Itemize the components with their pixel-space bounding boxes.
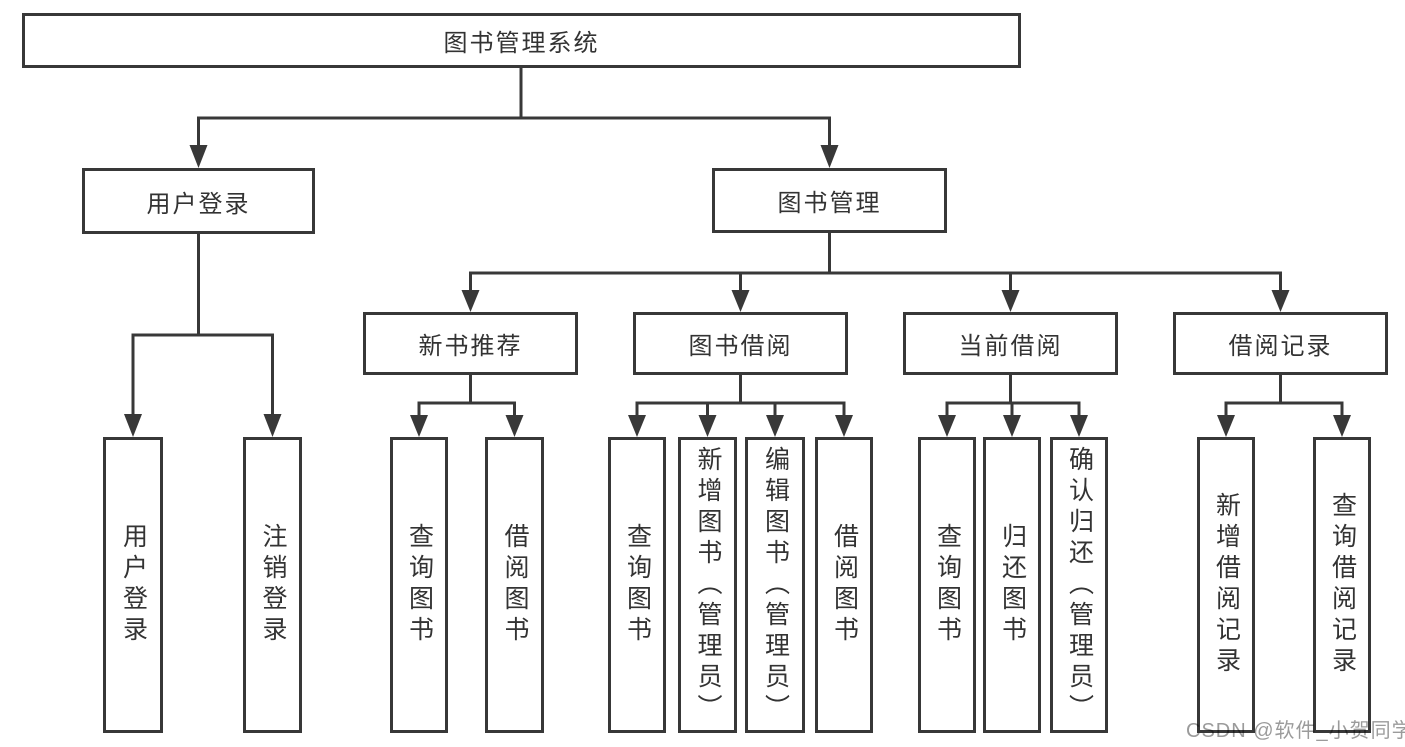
node-user-login-group: 用户登录 (82, 168, 315, 234)
leaf-add-borrow-record: 新增借阅记录 (1197, 437, 1255, 733)
leaf-logout: 注销登录 (243, 437, 302, 733)
connector-book-borrow-leaves (628, 375, 853, 437)
connector-borrow-records-leaves (1217, 375, 1351, 437)
node-current-borrow: 当前借阅 (903, 312, 1118, 375)
leaf-label: 注销登录 (259, 523, 287, 647)
leaf-confirm-return-admin: 确认归还（管理员） (1050, 437, 1108, 733)
leaf-query-books: 查询图书 (918, 437, 976, 733)
connector-root-to-level2 (189, 68, 839, 168)
leaf-label: 借阅图书 (830, 523, 859, 647)
node-book-management: 图书管理 (712, 168, 947, 233)
connector-new-book-recommend-leaves (410, 375, 524, 437)
connector-book-management-branch (461, 233, 1290, 312)
leaf-query-borrow-record: 查询借阅记录 (1313, 437, 1371, 733)
leaf-add-books-admin: 新增图书（管理员） (678, 437, 737, 733)
leaf-label: 借阅图书 (501, 523, 529, 647)
leaf-edit-books-admin: 编辑图书（管理员） (745, 437, 805, 733)
leaf-label: 归还图书 (998, 523, 1027, 647)
leaf-query-books: 查询图书 (608, 437, 666, 733)
leaf-label: 用户登录 (119, 523, 148, 647)
leaf-label: 编辑图书（管理员） (761, 445, 790, 725)
leaf-borrow-books: 借阅图书 (815, 437, 873, 733)
node-book-borrow: 图书借阅 (633, 312, 848, 375)
connector-current-borrow-leaves (938, 375, 1088, 437)
node-new-book-recommend: 新书推荐 (363, 312, 578, 375)
connector-user-login-branch (124, 234, 282, 437)
leaf-user-login: 用户登录 (103, 437, 163, 733)
node-borrow-records: 借阅记录 (1173, 312, 1388, 375)
leaf-label: 查询图书 (933, 523, 962, 647)
csdn-watermark: CSDN @软件_小贺同学 (1186, 720, 1405, 742)
leaf-label: 新增图书（管理员） (694, 445, 722, 725)
leaf-label: 查询图书 (623, 523, 652, 647)
leaf-label: 查询借阅记录 (1328, 492, 1357, 678)
leaf-borrow-books: 借阅图书 (485, 437, 544, 733)
node-library-system: 图书管理系统 (22, 13, 1021, 68)
leaf-label: 查询图书 (405, 523, 434, 647)
leaf-label: 确认归还（管理员） (1065, 445, 1094, 725)
leaf-query-books: 查询图书 (390, 437, 448, 733)
leaf-label: 新增借阅记录 (1212, 492, 1241, 678)
leaf-return-books: 归还图书 (983, 437, 1041, 733)
